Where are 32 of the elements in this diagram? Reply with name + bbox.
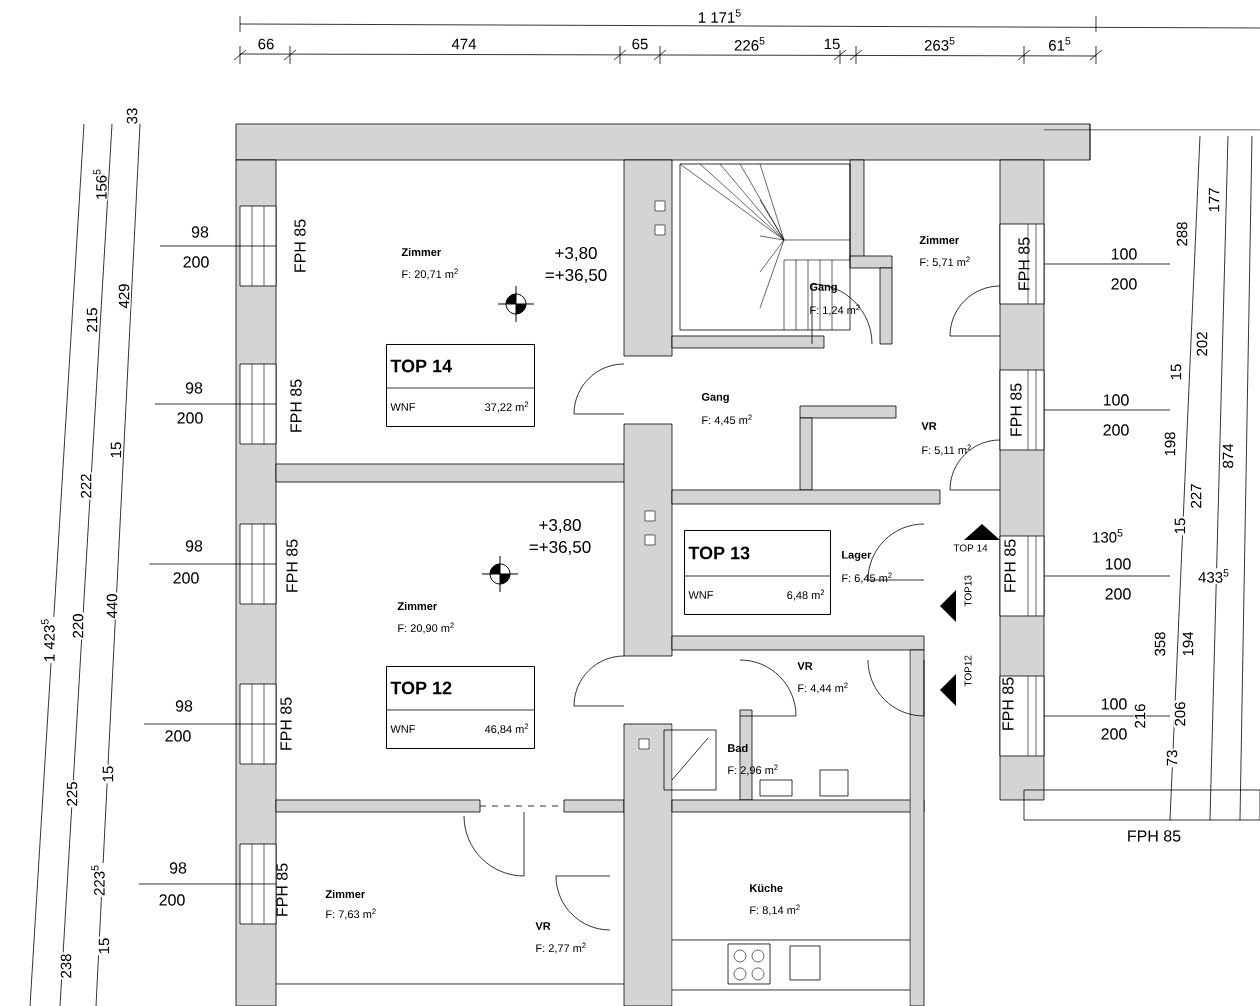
window-size-text: 100: [1101, 698, 1127, 710]
window-label: FPH 85: [290, 379, 302, 432]
window-label: FPH 85: [1128, 830, 1181, 842]
window-size-text: 98: [169, 862, 187, 874]
window-label: FPH 85: [1004, 539, 1016, 592]
window-label: FPH 85: [1010, 383, 1022, 436]
window-label: FPH 85: [286, 539, 298, 592]
window-label: FPH 85: [294, 219, 306, 272]
window-size-text: 98: [191, 226, 209, 238]
window-size-text: 200: [1103, 424, 1129, 436]
level-text: =+36,50: [529, 541, 591, 555]
level-text: +3,80: [539, 519, 581, 533]
window-size-text: 200: [183, 256, 209, 268]
window-size-text: 200: [1101, 728, 1127, 740]
window-size-text: 100: [1105, 558, 1131, 570]
level-text: +3,80: [555, 247, 597, 261]
window-size-text: 100: [1111, 248, 1137, 260]
window-label: FPH 85: [1018, 237, 1030, 290]
window-size-text: 100: [1103, 394, 1129, 406]
window-label: FPH 85: [276, 863, 288, 916]
window-size-text: 200: [177, 412, 203, 424]
window-size-text: 200: [173, 572, 199, 584]
window-size-text: 98: [175, 700, 193, 712]
window-size-text: 98: [185, 540, 203, 552]
window-size-text: 200: [165, 730, 191, 742]
window-size-text: 200: [1105, 588, 1131, 600]
window-label: FPH 85: [280, 697, 292, 750]
level-text: =+36,50: [545, 269, 607, 283]
window-label: FPH 85: [1002, 677, 1014, 730]
window-size-text: 98: [185, 382, 203, 394]
window-size-text: 200: [1111, 278, 1137, 290]
window-size-text: 200: [159, 894, 185, 906]
